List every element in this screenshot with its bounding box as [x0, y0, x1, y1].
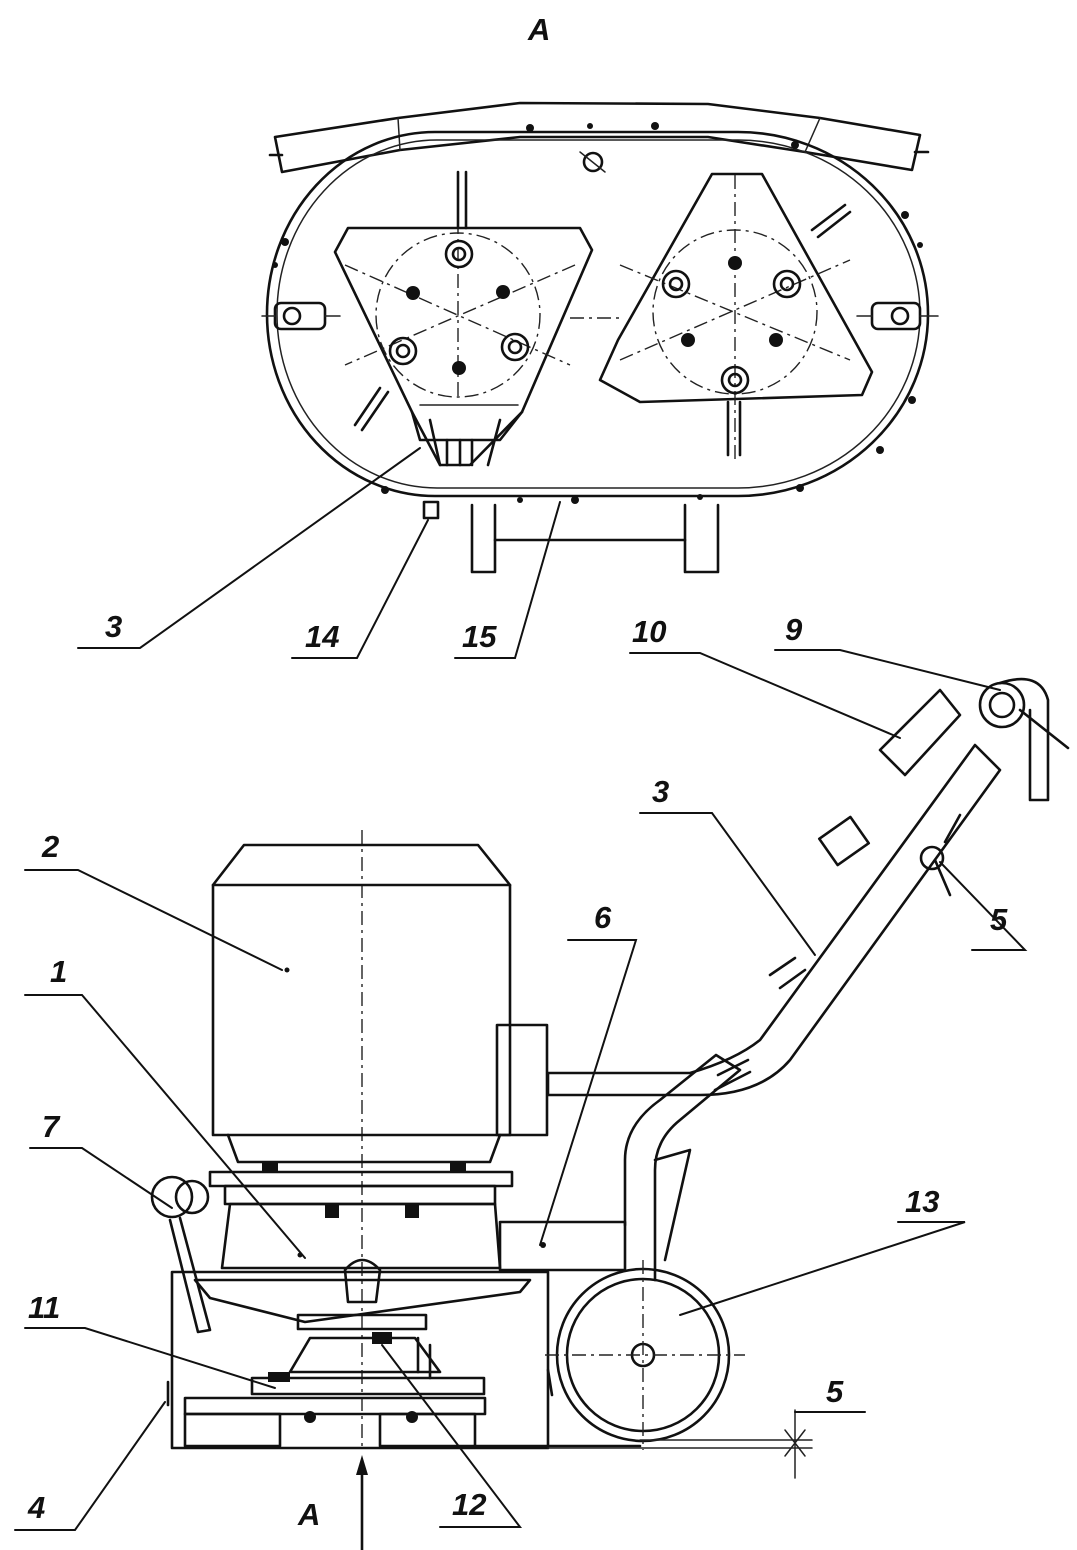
gearbox-housing	[220, 1202, 627, 1272]
right-lug	[856, 301, 939, 331]
section-title: A	[527, 12, 550, 47]
callouts: 3 14 15 10 9 3 5 2 6 1 7 13 11	[14, 447, 1028, 1531]
top-view	[261, 101, 939, 574]
side-view: A	[150, 677, 1070, 1550]
callout-13: 13	[905, 1184, 939, 1219]
oval-housing	[265, 122, 930, 504]
handle-bar-top	[268, 101, 930, 174]
callout-11: 11	[28, 1290, 60, 1325]
left-lug	[261, 301, 341, 331]
base-feet	[422, 500, 720, 574]
view-arrow: A	[297, 1455, 368, 1550]
callout-12: 12	[452, 1487, 486, 1522]
callout-15: 15	[462, 619, 497, 654]
right-grinding-head	[570, 172, 874, 460]
callout-1: 1	[50, 954, 67, 989]
side-clamp	[150, 1175, 212, 1334]
callout-7: 7	[42, 1109, 61, 1144]
top-nozzle	[579, 151, 606, 173]
callout-4: 4	[27, 1490, 45, 1525]
motor-mount-plate	[208, 1162, 514, 1218]
ground-gap-dimension	[473, 1409, 866, 1479]
lower-casing	[166, 1270, 554, 1450]
electric-motor	[211, 843, 549, 1164]
callout-10: 10	[632, 614, 666, 649]
callout-14: 14	[305, 619, 339, 654]
view-arrow-label: A	[297, 1497, 320, 1532]
handle-frame	[546, 677, 1070, 1282]
callout-3-side: 3	[652, 774, 669, 809]
callout-6: 6	[594, 900, 612, 935]
left-grinding-head	[333, 170, 594, 467]
callout-9: 9	[785, 612, 803, 647]
callout-3-top: 3	[105, 609, 122, 644]
callout-5-gap: 5	[826, 1374, 844, 1409]
wheel	[545, 1260, 745, 1450]
callout-5-handle: 5	[990, 902, 1008, 937]
grinding-tools	[183, 1332, 487, 1448]
callout-2: 2	[41, 829, 59, 864]
rotor-disc	[193, 1258, 532, 1331]
